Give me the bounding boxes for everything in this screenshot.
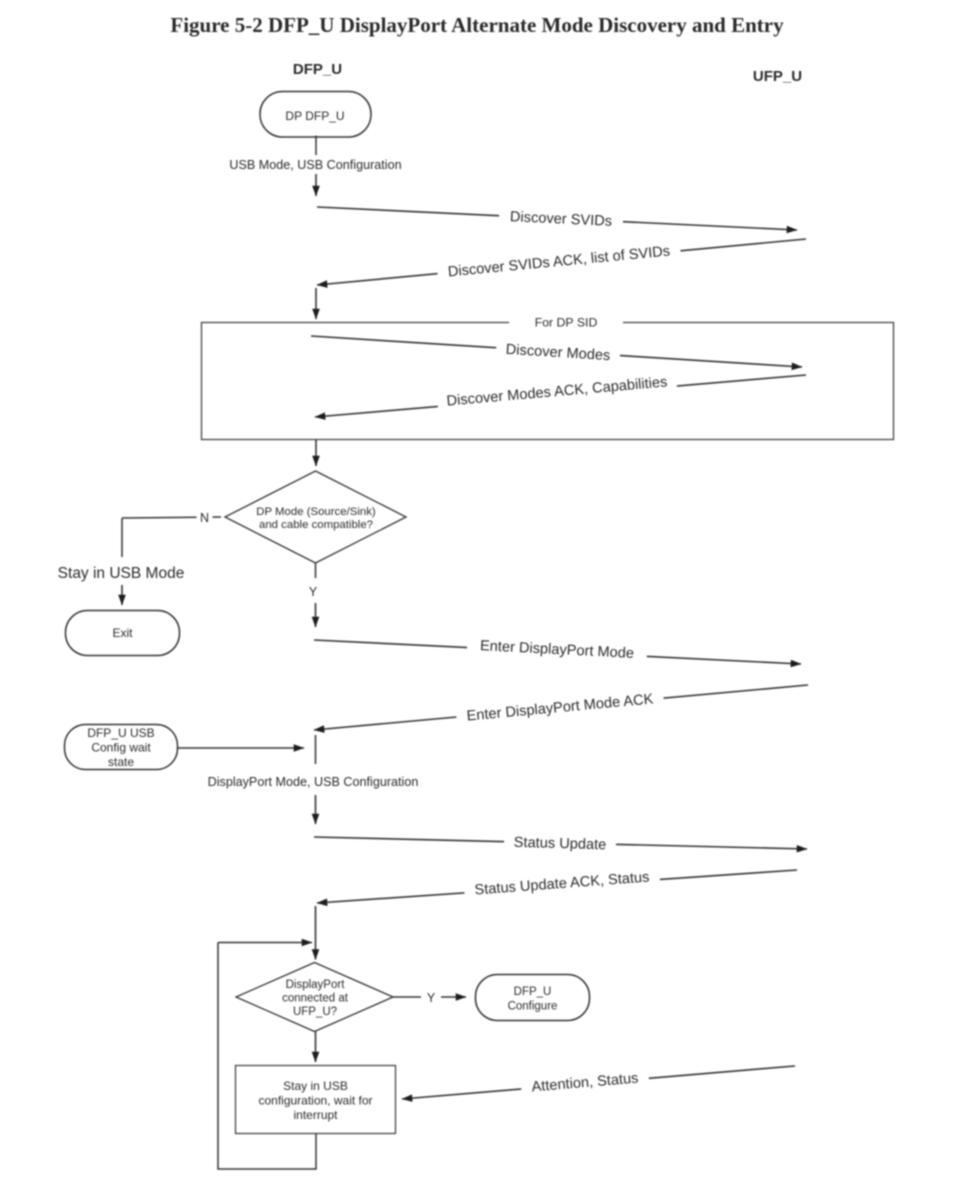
svg-text:For DP SID: For DP SID <box>535 316 598 330</box>
svg-text:Y: Y <box>427 991 436 1005</box>
svg-text:connected at: connected at <box>282 993 349 1005</box>
svg-text:DFP_U: DFP_U <box>514 986 552 998</box>
svg-text:configuration, wait for: configuration, wait for <box>258 1094 372 1108</box>
svg-text:DP DFP_U: DP DFP_U <box>285 109 344 123</box>
svg-text:Stay in USB: Stay in USB <box>283 1079 348 1093</box>
svg-text:Enter DisplayPort Mode ACK: Enter DisplayPort Mode ACK <box>466 691 654 724</box>
svg-text:Discover SVIDs ACK, list of SV: Discover SVIDs ACK, list of SVIDs <box>447 244 671 281</box>
svg-text:Discover SVIDs: Discover SVIDs <box>510 209 613 230</box>
svg-text:Status Update ACK, Status: Status Update ACK, Status <box>474 869 650 898</box>
svg-text:DFP_U: DFP_U <box>293 61 342 78</box>
svg-text:UFP_U?: UFP_U? <box>293 1006 337 1018</box>
svg-text:Figure 5-2 DFP_U DisplayPort A: Figure 5-2 DFP_U DisplayPort Alternate M… <box>170 13 784 37</box>
svg-text:Attention, Status: Attention, Status <box>531 1071 639 1096</box>
svg-text:Config wait: Config wait <box>91 741 151 755</box>
svg-text:DisplayPort: DisplayPort <box>286 979 346 991</box>
svg-text:Enter DisplayPort Mode: Enter DisplayPort Mode <box>480 638 635 662</box>
svg-text:DisplayPort Mode, USB Configur: DisplayPort Mode, USB Configuration <box>208 775 419 789</box>
svg-text:Discover Modes: Discover Modes <box>505 342 610 364</box>
svg-text:Status Update: Status Update <box>514 835 607 854</box>
svg-text:state: state <box>108 755 134 769</box>
svg-text:Stay in USB Mode: Stay in USB Mode <box>58 565 185 582</box>
svg-text:USB Mode, USB Configuration: USB Mode, USB Configuration <box>229 158 401 172</box>
svg-text:Exit: Exit <box>112 626 133 640</box>
svg-text:and cable compatible?: and cable compatible? <box>259 519 373 531</box>
svg-text:N: N <box>200 511 209 525</box>
svg-text:interrupt: interrupt <box>293 1108 338 1122</box>
svg-text:Configure: Configure <box>508 1001 558 1013</box>
svg-text:UFP_U: UFP_U <box>753 68 802 85</box>
svg-text:DP Mode (Source/Sink): DP Mode (Source/Sink) <box>256 506 376 518</box>
svg-text:DFP_U USB: DFP_U USB <box>87 726 154 740</box>
svg-text:Y: Y <box>309 585 318 599</box>
svg-text:Discover Modes ACK, Capabiliti: Discover Modes ACK, Capabilities <box>446 374 668 409</box>
